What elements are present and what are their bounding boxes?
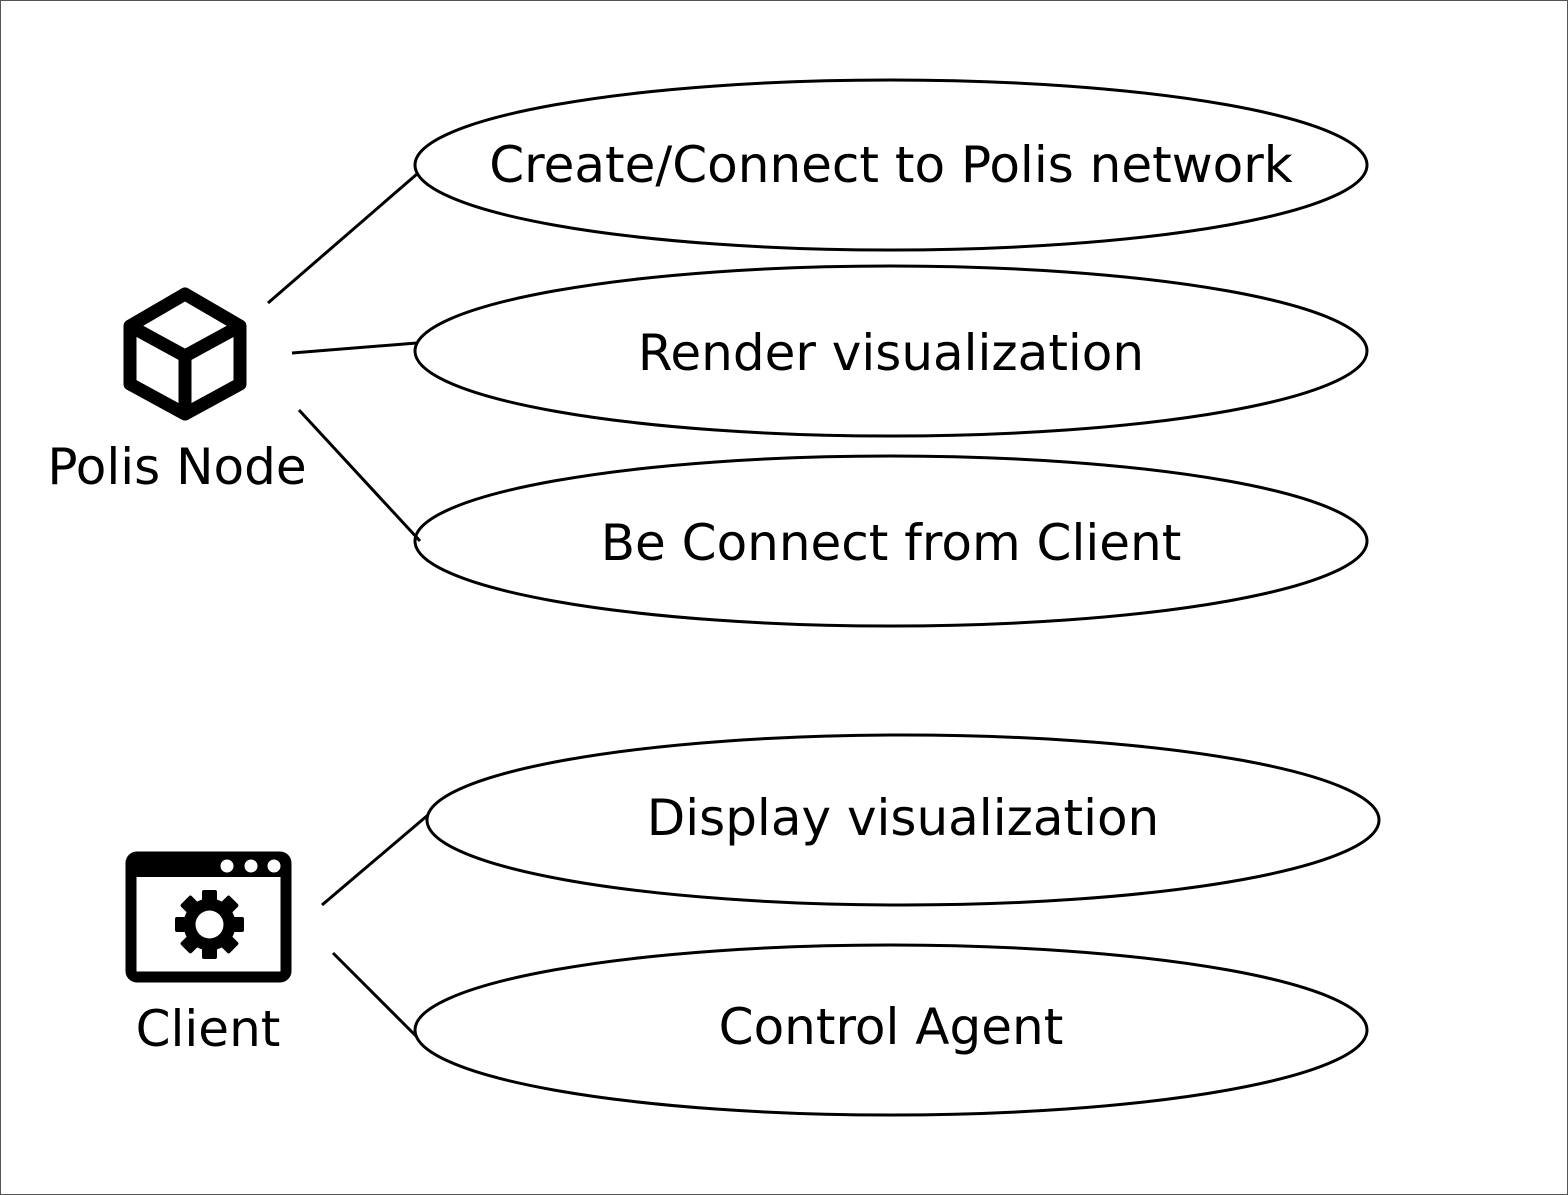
use-case-label: Render visualization xyxy=(638,324,1144,382)
use-case-label: Be Connect from Client xyxy=(601,514,1182,572)
cube-icon xyxy=(123,287,247,421)
use-case-create-connect: Create/Connect to Polis network xyxy=(413,78,1369,252)
actor-label: Client xyxy=(136,1000,281,1058)
association-line-client-control xyxy=(331,951,418,1038)
association-line-polis-render xyxy=(291,341,418,355)
actor-label: Polis Node xyxy=(47,438,306,496)
association-line-client-display xyxy=(321,813,429,907)
use-case-display-visualization: Display visualization xyxy=(425,733,1381,907)
use-case-control-agent: Control Agent xyxy=(413,943,1369,1117)
association-line-polis-create xyxy=(267,172,418,305)
association-line-polis-connect xyxy=(297,408,422,543)
app-window-gear-icon xyxy=(125,851,292,983)
use-case-be-connect-from-client: Be Connect from Client xyxy=(413,454,1369,628)
actor-polis-node: Polis Node xyxy=(47,287,307,496)
gear-icon xyxy=(175,890,244,959)
actor-client: Client xyxy=(125,851,292,1058)
use-case-label: Display visualization xyxy=(647,789,1160,847)
use-case-label: Control Agent xyxy=(719,998,1064,1056)
use-case-label: Create/Connect to Polis network xyxy=(489,136,1292,194)
use-case-render-visualization: Render visualization xyxy=(413,264,1369,438)
